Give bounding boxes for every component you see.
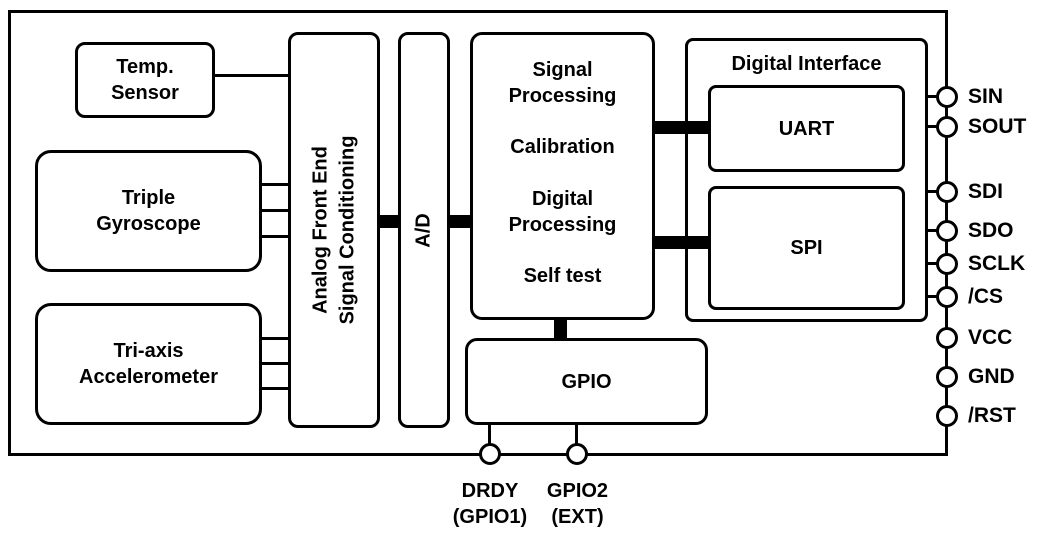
signal-processing-text: Signal Processing Calibration Digital Pr… xyxy=(473,35,652,317)
bus-adc-to-sigproc xyxy=(448,215,472,228)
afe-label-line1: Analog Front End xyxy=(309,146,332,314)
block-gpio: GPIO xyxy=(465,338,708,425)
wire-gyro-to-afe-1 xyxy=(261,183,288,186)
sigproc-line-selftest: Self test xyxy=(523,264,602,287)
pin-rst xyxy=(936,405,958,427)
block-uart: UART xyxy=(708,85,905,172)
pin-label-sin: SIN xyxy=(968,85,1004,108)
drdy-label-line1: DRDY xyxy=(461,480,519,502)
bus-sigproc-to-gpio xyxy=(554,318,567,340)
digital-interface-label: Digital Interface xyxy=(731,53,882,75)
block-triaxis-accelerometer: Tri-axis Accelerometer xyxy=(35,303,262,425)
pin-label-vcc: VCC xyxy=(968,326,1013,349)
pin-label-sout: SOUT xyxy=(968,115,1027,138)
bus-sigproc-to-spi xyxy=(653,236,710,249)
pin-label-cs: /CS xyxy=(968,285,1004,308)
gpio2-label-line2: (EXT) xyxy=(551,506,604,528)
sigproc-line-processing2: Processing xyxy=(508,213,617,236)
wire-accel-to-afe-2 xyxy=(261,362,288,365)
signal-processing-group2: Calibration xyxy=(473,134,652,160)
pin-gnd xyxy=(936,366,958,388)
pin-vcc xyxy=(936,327,958,349)
gyroscope-label-line1: Triple xyxy=(121,187,176,209)
spi-label: SPI xyxy=(790,237,823,259)
pin-label-sclk: SCLK xyxy=(968,252,1026,275)
pin-drdy xyxy=(479,443,501,465)
pin-sdi xyxy=(936,181,958,203)
signal-processing-group4: Self test xyxy=(473,263,652,289)
sigproc-line-digital: Digital xyxy=(531,187,594,210)
wire-accel-to-afe-3 xyxy=(261,387,288,390)
wire-accel-to-afe-1 xyxy=(261,337,288,340)
signal-processing-group3: Digital Processing xyxy=(473,186,652,238)
bus-sigproc-to-uart xyxy=(653,121,710,134)
sigproc-line-signal: Signal xyxy=(532,59,593,81)
pin-label-rst: /RST xyxy=(968,404,1016,427)
pin-label-gnd: GND xyxy=(968,365,1015,388)
gyroscope-label-line2: Gyroscope xyxy=(96,213,201,235)
wire-gpio-to-drdy xyxy=(488,423,491,445)
accelerometer-label-line2: Accelerometer xyxy=(79,366,218,388)
pin-label-sdi: SDI xyxy=(968,180,1004,203)
block-adc: A/D xyxy=(398,32,450,428)
pin-cs xyxy=(936,286,958,308)
pin-label-sdo: SDO xyxy=(968,219,1014,242)
analog-front-end-label: Analog Front End Signal Conditioning xyxy=(307,136,361,325)
temp-sensor-label-line1: Temp. xyxy=(116,56,174,78)
pin-sout xyxy=(936,116,958,138)
bus-afe-to-adc xyxy=(378,215,400,228)
sigproc-line-calibration: Calibration xyxy=(510,136,615,159)
sigproc-line-processing: Processing xyxy=(508,85,617,107)
pin-sdo xyxy=(936,220,958,242)
pin-sclk xyxy=(936,253,958,275)
uart-label: UART xyxy=(778,117,835,140)
drdy-label-line2: (GPIO1) xyxy=(452,506,528,528)
pin-gpio2 xyxy=(566,443,588,465)
wire-gpio-to-gpio2 xyxy=(575,423,578,445)
accelerometer-label-line1: Tri-axis xyxy=(113,340,184,362)
pin-sin xyxy=(936,86,958,108)
signal-processing-group1: Signal Processing xyxy=(473,57,652,109)
pin-label-drdy: DRDY (GPIO1) xyxy=(425,478,555,530)
wire-gyro-to-afe-3 xyxy=(261,235,288,238)
temp-sensor-label-line2: Sensor xyxy=(111,82,179,104)
afe-label-line2: Signal Conditioning xyxy=(336,135,359,325)
wire-temp-to-afe xyxy=(214,74,288,77)
gpio2-label-line1: GPIO2 xyxy=(546,480,609,502)
wire-gyro-to-afe-2 xyxy=(261,209,288,212)
block-signal-processing: Signal Processing Calibration Digital Pr… xyxy=(470,32,655,320)
block-analog-front-end: Analog Front End Signal Conditioning xyxy=(288,32,380,428)
block-triple-gyroscope: Triple Gyroscope xyxy=(35,150,262,272)
block-spi: SPI xyxy=(708,186,905,310)
gpio-label: GPIO xyxy=(561,370,612,393)
adc-label: A/D xyxy=(412,212,435,248)
pin-label-gpio2: GPIO2 (EXT) xyxy=(515,478,640,530)
block-temp-sensor: Temp. Sensor xyxy=(75,42,215,118)
